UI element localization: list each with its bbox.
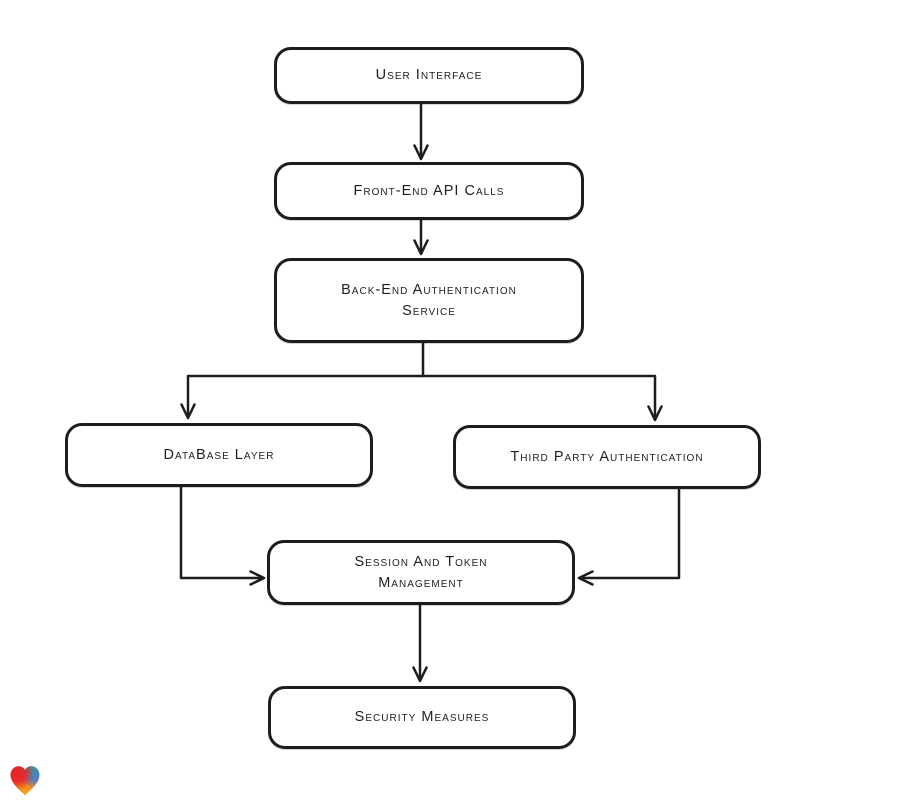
node-label: Service bbox=[402, 302, 456, 319]
arrowhead-down-icon bbox=[413, 144, 429, 161]
node-third-party-authentication: Third Party Authentication bbox=[453, 425, 761, 489]
node-session-and-token-management: Session And Token Management bbox=[267, 540, 575, 605]
edge-front-end-api-calls-to-back-end-authentication-service bbox=[413, 218, 429, 256]
node-label: Management bbox=[378, 574, 464, 591]
node-back-end-authentication-service: Back-End Authentication Service bbox=[274, 258, 584, 343]
heart-logo-badge[interactable] bbox=[7, 763, 43, 799]
edge-user-interface-to-front-end-api-calls bbox=[413, 102, 429, 161]
node-label: Back-End Authentication bbox=[341, 281, 517, 298]
arrowhead-down-icon bbox=[180, 403, 196, 420]
edge-third-party-authentication-to-session-and-token-management bbox=[577, 487, 681, 586]
node-label: Session And Token bbox=[354, 553, 488, 570]
arrowhead-left-icon bbox=[577, 570, 594, 586]
node-label: Front-End API Calls bbox=[353, 182, 505, 199]
node-label: Third Party Authentication bbox=[510, 448, 704, 465]
arrowhead-down-icon bbox=[647, 405, 663, 422]
arrowhead-right-icon bbox=[249, 570, 266, 586]
node-front-end-api-calls: Front-End API Calls bbox=[274, 162, 584, 220]
edge-database-layer-to-session-and-token-management bbox=[179, 485, 266, 586]
node-label: Security Measures bbox=[354, 709, 490, 726]
node-label: DataBase Layer bbox=[163, 446, 275, 463]
node-security-measures: Security Measures bbox=[268, 686, 576, 749]
edge-back-end-authentication-service-to-database-layer bbox=[180, 341, 425, 420]
arrowhead-down-icon bbox=[412, 666, 428, 683]
arrowhead-down-icon bbox=[413, 239, 429, 256]
node-label: User Interface bbox=[375, 67, 483, 84]
edge-session-and-token-management-to-security-measures bbox=[412, 603, 428, 683]
gradient-heart-icon bbox=[10, 766, 40, 796]
node-database-layer: DataBase Layer bbox=[65, 423, 373, 487]
node-user-interface: User Interface bbox=[274, 47, 584, 104]
edge-back-end-authentication-service-to-third-party-authentication bbox=[421, 374, 663, 422]
